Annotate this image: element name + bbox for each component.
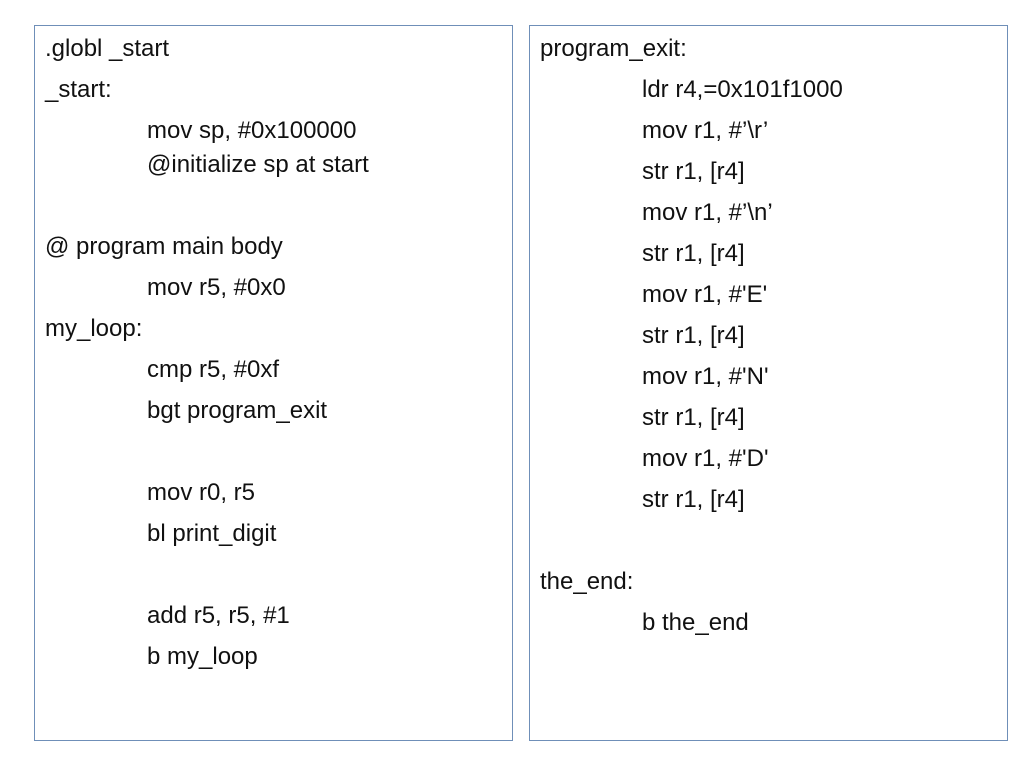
code-line-b-the-end: b the_end: [642, 609, 749, 636]
code-line-str-r1: str r1, [r4]: [642, 322, 745, 349]
code-label-the-end: the_end:: [540, 568, 634, 595]
code-line-ldr-r4: ldr r4,=0x101f1000: [642, 76, 843, 103]
right-code-panel: program_exit: ldr r4,=0x101f1000 mov r1,…: [529, 25, 1008, 741]
code-line-mov-r1-n: mov r1, #'N': [642, 363, 769, 390]
code-line-cmp-r5: cmp r5, #0xf: [147, 356, 280, 383]
code-line-mov-sp: mov sp, #0x100000: [147, 117, 357, 144]
code-line-b-my-loop: b my_loop: [147, 643, 258, 670]
code-line-mov-r1-cr: mov r1, #’\r’: [642, 117, 769, 144]
code-line-bl-print: bl print_digit: [147, 520, 277, 547]
code-label-my-loop: my_loop:: [45, 315, 143, 342]
code-comment-main-body: @ program main body: [45, 233, 283, 260]
code-label-program-exit: program_exit:: [540, 35, 687, 62]
code-comment-init-sp: @initialize sp at start: [147, 151, 369, 178]
code-label-start: _start:: [45, 76, 112, 103]
code-line-mov-r1-lf: mov r1, #’\n’: [642, 199, 773, 226]
code-line-bgt: bgt program_exit: [147, 397, 328, 424]
code-line-globl: .globl _start: [45, 35, 170, 62]
code-line-str-r1: str r1, [r4]: [642, 240, 745, 267]
code-line-mov-r1-e: mov r1, #'E': [642, 281, 768, 308]
code-line-add-r5: add r5, r5, #1: [147, 602, 290, 629]
left-code-panel: .globl _start _start: mov sp, #0x100000 …: [34, 25, 513, 741]
code-line-str-r1: str r1, [r4]: [642, 404, 745, 431]
code-line-mov-r5: mov r5, #0x0: [147, 274, 286, 301]
code-line-str-r1: str r1, [r4]: [642, 158, 745, 185]
code-line-mov-r0: mov r0, r5: [147, 479, 256, 506]
code-line-mov-r1-d: mov r1, #'D': [642, 445, 769, 472]
code-line-str-r1: str r1, [r4]: [642, 486, 745, 513]
